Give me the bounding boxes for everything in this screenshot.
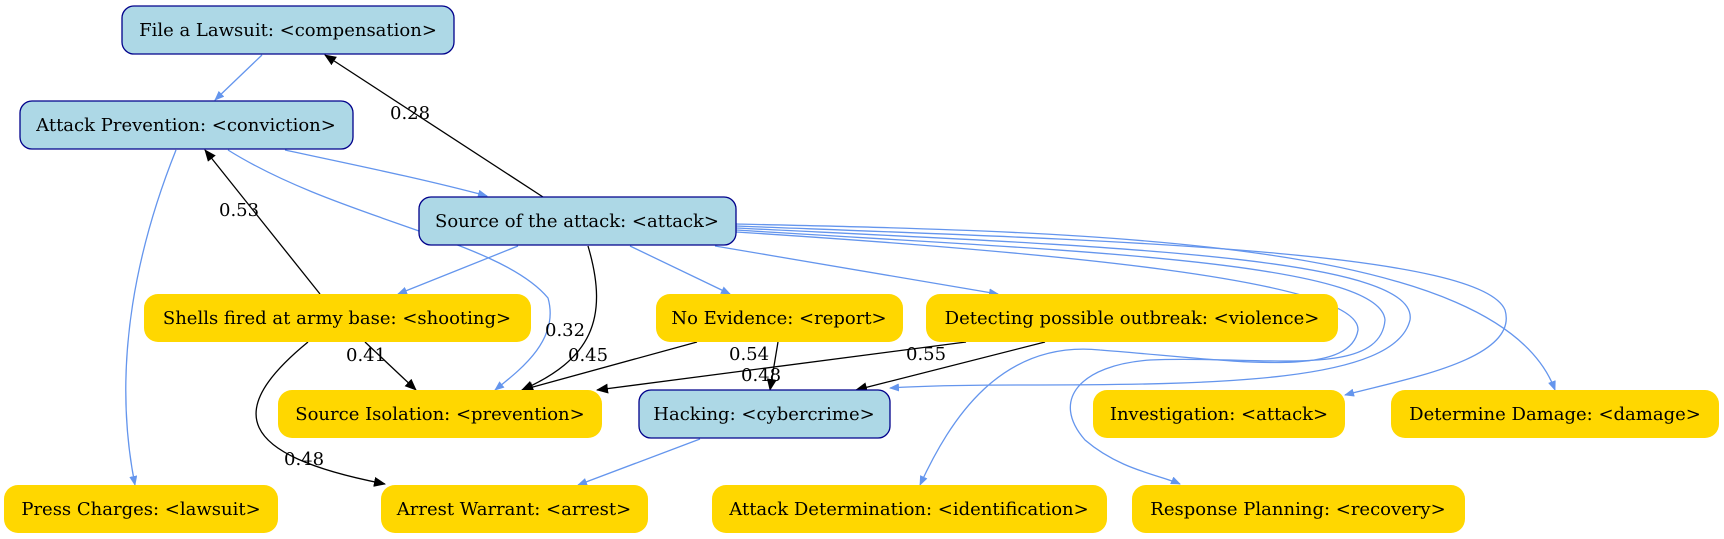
edge-source-noev (629, 245, 731, 295)
edge-label: 0.41 (346, 345, 386, 366)
node-label: Attack Prevention: <conviction> (35, 115, 336, 136)
node-label: Investigation: <attack> (1110, 404, 1328, 425)
node-label: Detecting possible outbreak: <violence> (945, 308, 1320, 329)
black-edges (204, 54, 1046, 487)
node-response-planning[interactable]: Response Planning: <recovery> (1132, 485, 1465, 533)
edge-prevent-source (284, 149, 488, 198)
edge-source-isolation (521, 245, 598, 391)
node-no-evidence[interactable]: No Evidence: <report> (656, 294, 903, 342)
blue-edges (125, 54, 1556, 486)
node-press-charges[interactable]: Press Charges: <lawsuit> (4, 485, 278, 533)
node-shells-fired[interactable]: Shells fired at army base: <shooting> (144, 294, 531, 342)
edge-source-lawsuit (324, 54, 544, 198)
node-detecting-outbreak[interactable]: Detecting possible outbreak: <violence> (926, 294, 1338, 342)
node-attack-prevention[interactable]: Attack Prevention: <conviction> (19, 100, 354, 150)
edge-label: 0.55 (906, 344, 946, 365)
edge-label: 0.32 (545, 320, 585, 341)
edge-detect-isolation (596, 341, 967, 394)
edge-detect-hacking (855, 341, 1046, 393)
node-determine-damage[interactable]: Determine Damage: <damage> (1391, 390, 1719, 438)
edge-label: 0.28 (390, 103, 430, 124)
edge-label: 0.45 (568, 345, 608, 366)
node-hacking[interactable]: Hacking: <cybercrime> (638, 389, 891, 439)
edge-label: 0.48 (284, 449, 324, 470)
node-label: Arrest Warrant: <arrest> (396, 499, 632, 520)
edge-shells-isolation (364, 341, 417, 391)
node-label: Press Charges: <lawsuit> (21, 499, 260, 520)
edge-source-response (735, 229, 1386, 485)
node-arrest-warrant[interactable]: Arrest Warrant: <arrest> (381, 485, 648, 533)
node-investigation[interactable]: Investigation: <attack> (1093, 390, 1345, 438)
edge-lawsuit-prevent (214, 54, 263, 101)
node-label: Source Isolation: <prevention> (295, 404, 584, 425)
node-label: Attack Determination: <identification> (728, 499, 1088, 520)
node-source-of-attack[interactable]: Source of the attack: <attack> (418, 196, 737, 246)
edge-label: 0.48 (741, 365, 781, 386)
node-label: Response Planning: <recovery> (1150, 499, 1445, 520)
edge-source-detect (714, 245, 999, 297)
edge-label: 0.54 (729, 344, 769, 365)
node-label: Hacking: <cybercrime> (653, 404, 874, 425)
node-label: File a Lawsuit: <compensation> (139, 20, 437, 41)
edge-noev-isolation (521, 341, 698, 392)
node-label: Determine Damage: <damage> (1409, 404, 1701, 425)
node-label: Shells fired at army base: <shooting> (163, 308, 511, 329)
node-label: Source of the attack: <attack> (435, 211, 719, 232)
edge-source-damage (735, 223, 1556, 391)
node-file-a-lawsuit[interactable]: File a Lawsuit: <compensation> (121, 5, 455, 55)
edge-labels: 0.28 0.53 0.41 0.45 0.32 0.54 0.48 0.55 … (219, 103, 946, 470)
node-source-isolation[interactable]: Source Isolation: <prevention> (278, 390, 602, 438)
edge-source-invest (735, 225, 1507, 397)
edge-prevent-isolation (227, 149, 551, 391)
node-label: No Evidence: <report> (671, 308, 886, 329)
edge-noev-hacking (766, 341, 779, 391)
edge-prevent-press (125, 149, 177, 486)
edge-source-attackdet (735, 231, 1359, 486)
edge-shells-prevent (204, 149, 321, 295)
node-attack-determination[interactable]: Attack Determination: <identification> (712, 485, 1107, 533)
edge-source-hacking (735, 227, 1411, 392)
edge-shells-warrant (255, 341, 386, 487)
edge-label: 0.53 (219, 200, 259, 221)
edge-source-shells (397, 245, 519, 295)
edge-hacking-warrant (577, 438, 701, 486)
